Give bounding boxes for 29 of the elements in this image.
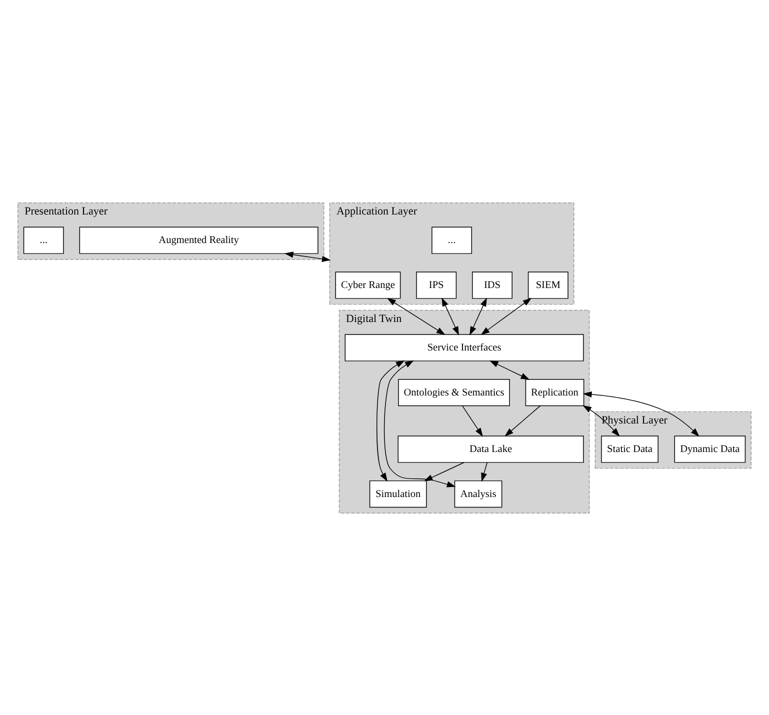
node-box: Replication: [525, 378, 584, 406]
arrow: [284, 251, 331, 262]
arrow: [480, 297, 532, 334]
arrow: [582, 390, 700, 436]
arrow: [462, 404, 483, 436]
arrow: [504, 404, 541, 436]
arrow: [470, 297, 487, 335]
node-box: Service Interfaces: [344, 334, 584, 361]
node-box: Simulation: [369, 480, 427, 508]
node-box: IPS: [416, 271, 457, 298]
arrow: [582, 404, 620, 436]
node-box: SIEM: [528, 271, 568, 298]
arrow: [386, 297, 446, 334]
node-box: Augmented Reality: [79, 226, 318, 254]
node-box: Analysis: [454, 480, 502, 508]
arrow: [442, 297, 459, 335]
arrow: [481, 462, 488, 482]
node-box: ...: [23, 226, 64, 254]
node-box: Ontologies & Semantics: [398, 378, 510, 406]
arrow: [384, 360, 456, 487]
node-box: IDS: [472, 271, 512, 298]
arrow: [376, 360, 405, 482]
arrow: [489, 360, 530, 380]
node-box: ...: [432, 226, 472, 254]
node-box: Static Data: [601, 435, 658, 462]
node-box: Cyber Range: [335, 271, 401, 298]
arrow: [424, 462, 464, 481]
node-box: Data Lake: [398, 435, 584, 462]
node-box: Dynamic Data: [674, 435, 746, 462]
